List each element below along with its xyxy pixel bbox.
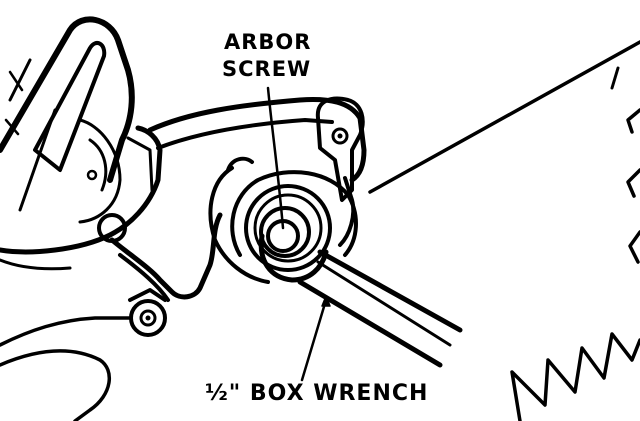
saw-blade-edge	[370, 42, 640, 192]
box-wrench-leader	[302, 300, 326, 380]
saw-blade	[370, 42, 640, 421]
arbor-screw-label-line2: SCREW	[222, 57, 311, 81]
lower-linkage	[0, 215, 220, 421]
box-wrench-handle-top	[320, 252, 460, 330]
power-cord	[0, 318, 130, 421]
blade-guard-arm	[150, 100, 364, 245]
box-wrench-label: ½" BOX WRENCH	[205, 381, 428, 406]
arbor-screw-label-line1: ARBOR	[224, 30, 311, 54]
arbor-screw-leader	[268, 88, 283, 228]
saw-handle-slot	[35, 43, 104, 170]
saw-housing	[0, 19, 160, 268]
saw-blade-teeth	[512, 110, 640, 421]
motor-housing	[0, 128, 160, 252]
